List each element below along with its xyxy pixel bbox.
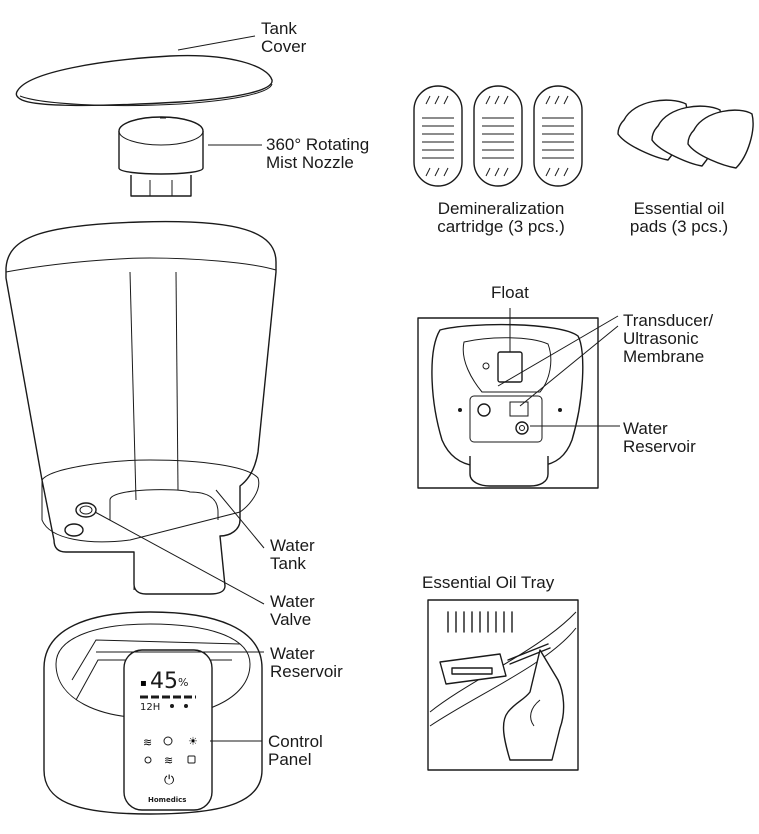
timer-readout: 12H (140, 702, 160, 713)
leader-transducer-2 (519, 325, 619, 407)
demineralization-cartridges-illustration (413, 85, 583, 187)
label-oil-pads: Essential oil pads (3 pcs.) (629, 199, 729, 236)
oil-icon (144, 756, 152, 764)
heat-icon: ≋ (143, 736, 152, 749)
label-tank-cover: Tank Cover (261, 19, 307, 56)
label-control-panel: Control Panel (268, 732, 323, 769)
label-water-valve: Water Valve (270, 592, 315, 629)
leader-transducer (497, 315, 619, 387)
control-panel-illustration: ▪ 45 % 12H ≋ ☀ ≋ ⏻ Homedics (140, 669, 198, 804)
mist-nozzle-illustration (118, 116, 204, 197)
leader-water-valve (94, 511, 265, 605)
svg-text:▪: ▪ (140, 678, 147, 689)
label-mist-nozzle: 360° Rotating Mist Nozzle (266, 135, 370, 172)
label-float: Float (491, 283, 529, 302)
essential-oil-pads-illustration (617, 99, 754, 169)
humidity-unit: % (178, 676, 188, 689)
label-demineralization: Demineralization cartridge (3 pcs.) (437, 199, 565, 236)
label-water-reservoir: Water Reservoir (270, 644, 343, 681)
power-icon: ⏻ (164, 773, 174, 788)
mode-icon (163, 736, 173, 746)
leader-tank-cover (177, 35, 256, 51)
label-water-reservoir-detail: Water Reservoir (623, 419, 696, 456)
humidity-readout: 45 (150, 669, 178, 694)
essential-oil-tray-illustration (427, 599, 579, 771)
internal-detail-illustration (417, 317, 599, 489)
timer-icon (187, 755, 196, 764)
light-icon: ☀ (188, 735, 198, 748)
tank-cover-illustration (15, 54, 273, 107)
water-tank-illustration (5, 220, 277, 595)
brand-logo: Homedics (148, 796, 186, 804)
wifi-icon: ≋ (164, 754, 173, 767)
label-water-tank: Water Tank (270, 536, 315, 573)
label-transducer: Transducer/ Ultrasonic Membrane (623, 311, 714, 366)
label-essential-oil-tray: Essential Oil Tray (422, 573, 555, 592)
base-illustration (43, 611, 263, 815)
leader-water-tank (215, 489, 265, 549)
